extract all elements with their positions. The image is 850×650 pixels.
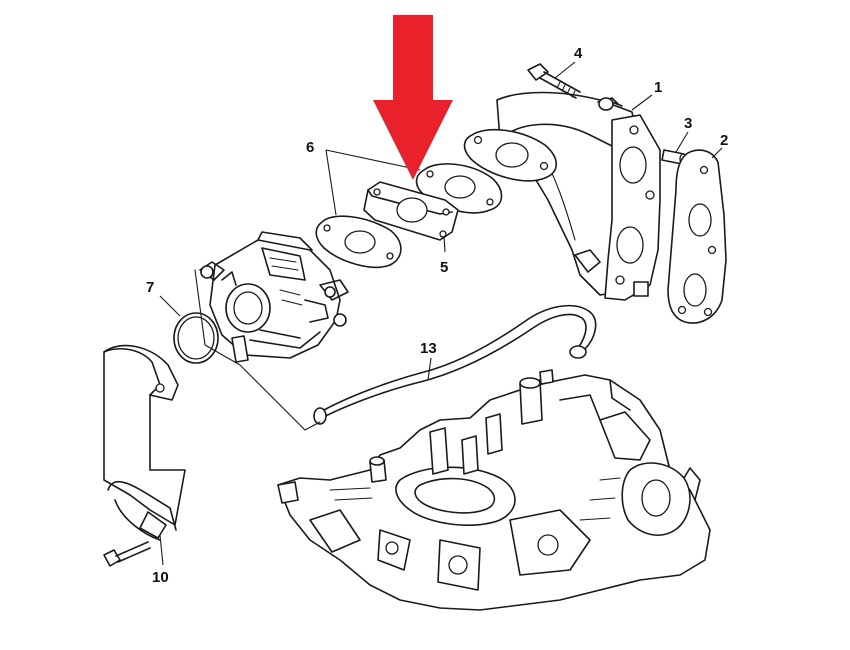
manifold-part-1 [496, 91, 661, 301]
callout-6: 6 [306, 139, 314, 156]
callout-10: 10 [152, 569, 169, 586]
bolt-part-4 [527, 63, 581, 99]
o-ring-part-7 [173, 312, 219, 364]
callout-2: 2 [720, 132, 728, 149]
callout-5: 5 [440, 259, 448, 276]
leader-lines [159, 61, 723, 566]
callout-labels: 1 2 3 4 5 6 7 10 13 [146, 45, 728, 586]
callout-13: 13 [420, 340, 437, 357]
flange-spacer [463, 128, 558, 182]
callout-1: 1 [654, 79, 662, 96]
carburetor-gasket-part-6-left [315, 215, 402, 269]
reference-lines [194, 269, 321, 431]
callout-4: 4 [574, 45, 583, 62]
insulator-part-5 [363, 181, 459, 241]
callout-3: 3 [684, 115, 692, 132]
screw-part-10 [103, 541, 151, 567]
red-arrow-indicator [373, 15, 453, 180]
hose-part-13 [313, 304, 597, 425]
callout-7: 7 [146, 279, 154, 296]
manifold-gasket-part-2 [667, 149, 727, 324]
intake-silencer [103, 344, 186, 541]
carburetor-assembly [199, 231, 349, 363]
engine-block [277, 369, 711, 611]
